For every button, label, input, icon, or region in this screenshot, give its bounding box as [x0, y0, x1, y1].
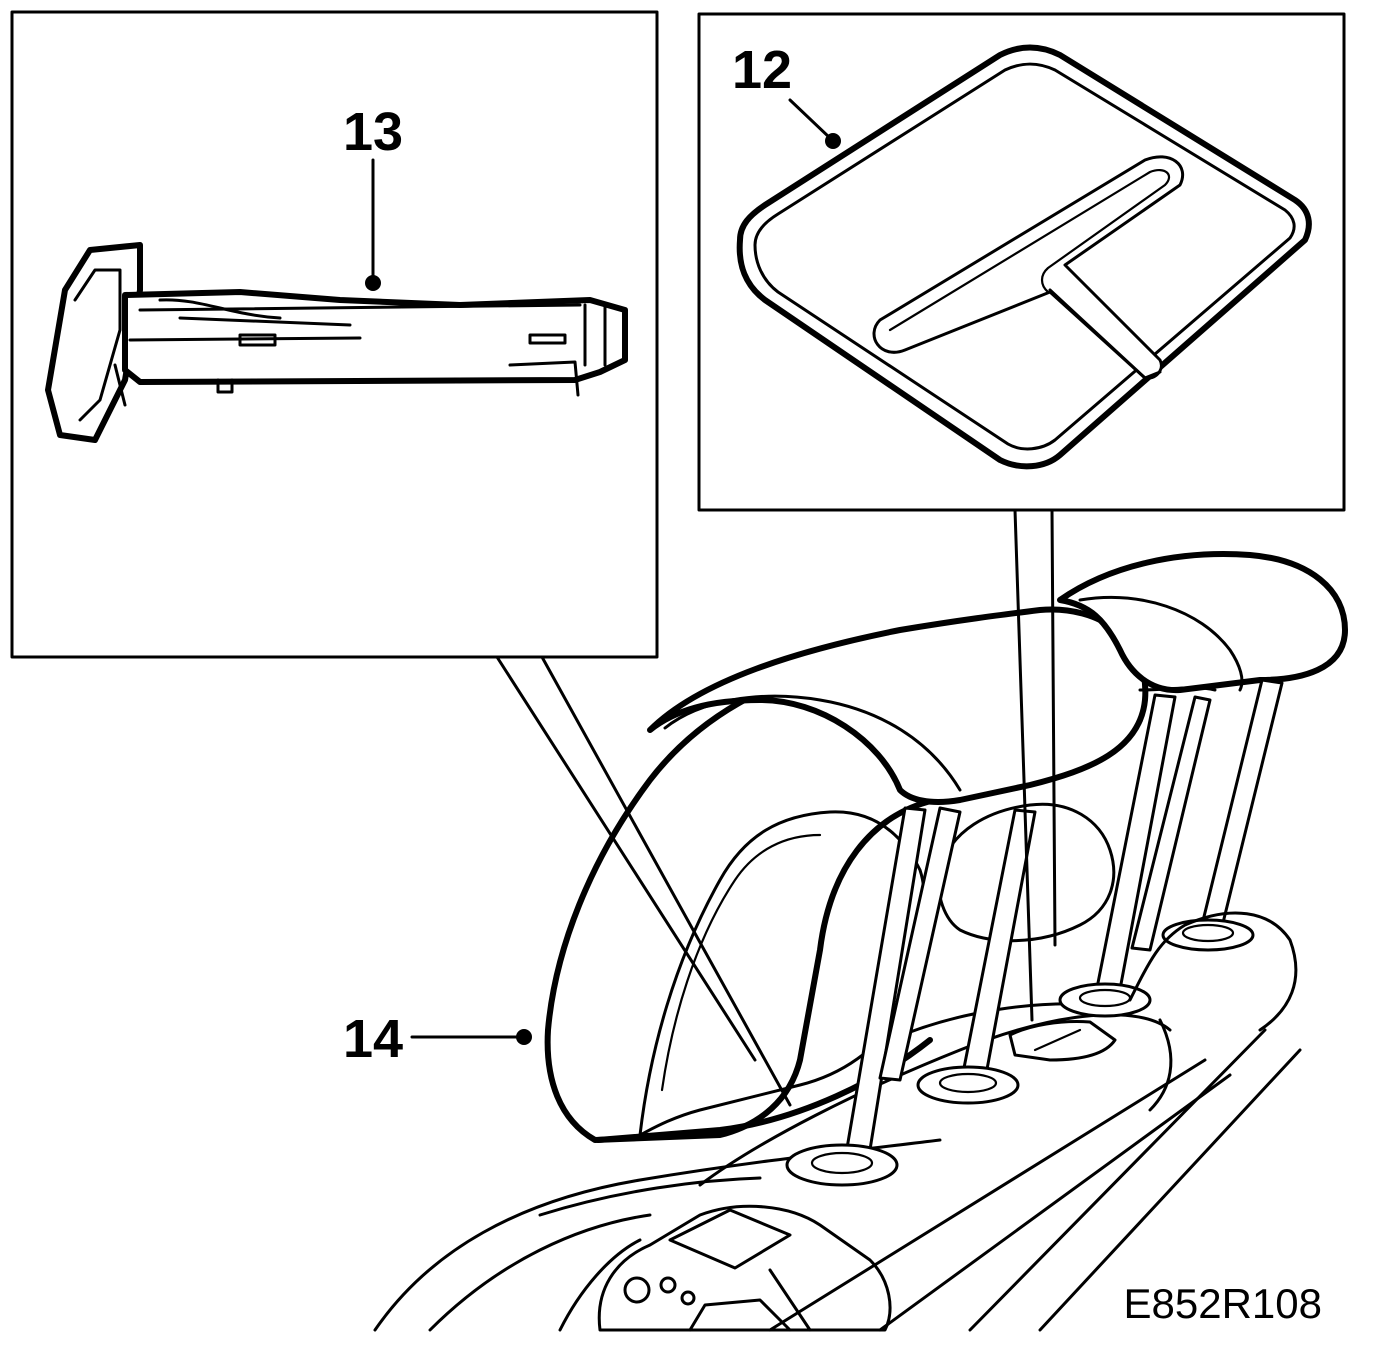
inset-12: 12: [697, 12, 1346, 1022]
seat-illustration: [373, 551, 1348, 1332]
callout-13-label: 13: [343, 102, 403, 162]
callout-14: 14: [343, 1009, 532, 1069]
diagram-code: E852R108: [1124, 1280, 1323, 1327]
inset-13: 13: [10, 10, 792, 1107]
release-mechanism-drawing: [45, 242, 628, 443]
callout-12-label: 12: [732, 40, 792, 100]
cover-plate-drawing: [736, 44, 1312, 470]
callout-14-label: 14: [343, 1009, 403, 1069]
